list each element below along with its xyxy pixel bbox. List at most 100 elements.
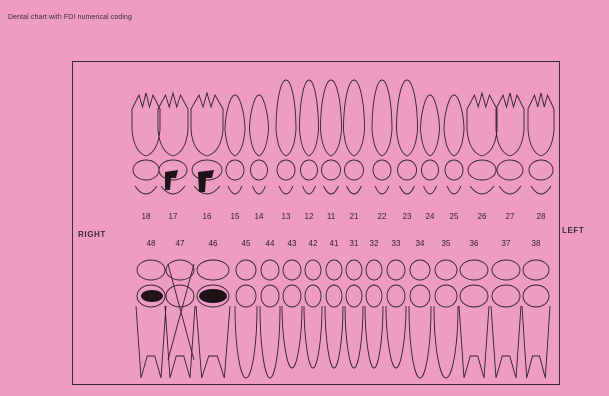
lower-root-48 — [136, 306, 166, 378]
lower-occlusal-43 — [283, 260, 301, 280]
lower-root-31 — [345, 306, 363, 368]
lower-root-42 — [304, 306, 322, 368]
upper-occlusal-13 — [277, 160, 295, 180]
lower-occlusal-41 — [326, 260, 342, 280]
upper-crown-21 — [344, 130, 365, 156]
upper-crown-16 — [191, 130, 223, 156]
upper-root-23 — [397, 80, 418, 130]
upper-cusp-15 — [228, 186, 242, 194]
lower-crown-32 — [366, 285, 382, 307]
lower-root-38 — [522, 306, 550, 378]
filling-46 — [199, 289, 227, 303]
upper-cusp-22 — [375, 186, 389, 194]
lower-crown-37 — [492, 285, 520, 307]
lower-crown-35 — [435, 285, 457, 307]
lower-root-37 — [491, 306, 521, 378]
extraction-mark-47 — [168, 264, 194, 360]
upper-cusp-16 — [194, 186, 220, 194]
lower-root-35 — [434, 306, 458, 378]
lower-root-45 — [235, 306, 257, 378]
lower-crown-47 — [166, 285, 194, 307]
upper-occlusal-22 — [373, 160, 391, 180]
lower-occlusal-35 — [435, 260, 457, 280]
upper-root-12 — [300, 80, 319, 130]
upper-root-26 — [467, 93, 497, 130]
lower-occlusal-45 — [236, 260, 256, 280]
upper-crown-22 — [372, 130, 392, 156]
lower-occlusal-47 — [166, 260, 194, 280]
upper-crown-14 — [250, 130, 269, 156]
lower-crown-34 — [410, 285, 430, 307]
upper-cusp-24 — [424, 186, 437, 194]
lower-root-32 — [365, 306, 383, 368]
lower-occlusal-38 — [523, 260, 549, 280]
upper-occlusal-11 — [322, 160, 341, 180]
lower-root-33 — [386, 306, 406, 368]
upper-crown-15 — [225, 130, 245, 156]
upper-cusp-14 — [253, 186, 266, 194]
lower-occlusal-31 — [346, 260, 362, 280]
upper-crown-24 — [421, 130, 440, 156]
upper-root-25 — [444, 95, 464, 130]
upper-root-22 — [372, 80, 392, 130]
upper-cusp-17 — [161, 186, 185, 194]
upper-cusp-25 — [447, 186, 461, 194]
upper-occlusal-15 — [226, 160, 244, 180]
upper-occlusal-18 — [133, 160, 159, 180]
lower-occlusal-36 — [460, 260, 488, 280]
lower-crown-38 — [523, 285, 549, 307]
upper-crown-28 — [528, 130, 554, 156]
lower-occlusal-48 — [137, 260, 165, 280]
upper-crown-18 — [132, 130, 160, 156]
lower-occlusal-42 — [305, 260, 321, 280]
upper-root-16 — [191, 93, 223, 130]
filling-48 — [141, 290, 163, 302]
upper-cusp-21 — [347, 186, 362, 194]
upper-cusp-26 — [470, 186, 494, 194]
upper-root-11 — [321, 80, 342, 130]
upper-crown-26 — [467, 130, 497, 156]
upper-root-21 — [344, 80, 365, 130]
upper-crown-27 — [496, 130, 524, 156]
upper-cusp-18 — [135, 186, 157, 194]
upper-root-28 — [528, 93, 554, 130]
upper-occlusal-23 — [398, 160, 417, 180]
upper-occlusal-21 — [345, 160, 364, 180]
upper-occlusal-26 — [468, 160, 496, 180]
upper-occlusal-24 — [422, 160, 439, 180]
upper-root-24 — [421, 95, 440, 130]
lower-occlusal-44 — [261, 260, 279, 280]
upper-crown-25 — [444, 130, 464, 156]
lower-occlusal-33 — [387, 260, 405, 280]
upper-occlusal-25 — [445, 160, 463, 180]
upper-crown-23 — [397, 130, 418, 156]
upper-occlusal-12 — [301, 160, 318, 180]
upper-occlusal-14 — [251, 160, 268, 180]
upper-cusp-27 — [499, 186, 521, 194]
upper-cusp-11 — [324, 186, 339, 194]
lower-root-36 — [459, 306, 489, 378]
lower-crown-36 — [460, 285, 488, 307]
upper-cusp-23 — [400, 186, 415, 194]
upper-crown-11 — [321, 130, 342, 156]
lower-root-43 — [282, 306, 302, 368]
upper-root-13 — [276, 80, 296, 130]
lower-crown-33 — [387, 285, 405, 307]
lower-crown-43 — [283, 285, 301, 307]
lower-crown-44 — [261, 285, 279, 307]
upper-occlusal-28 — [529, 160, 553, 180]
upper-cusp-12 — [303, 186, 316, 194]
lower-root-44 — [260, 306, 280, 378]
upper-crown-12 — [300, 130, 319, 156]
upper-cusp-13 — [279, 186, 293, 194]
upper-root-14 — [250, 95, 269, 130]
lower-occlusal-37 — [492, 260, 520, 280]
upper-cusp-28 — [531, 186, 551, 194]
upper-occlusal-27 — [497, 160, 523, 180]
lower-root-41 — [325, 306, 343, 368]
upper-root-18 — [132, 93, 160, 130]
lower-occlusal-34 — [410, 260, 430, 280]
lower-occlusal-46 — [197, 260, 229, 280]
lower-occlusal-32 — [366, 260, 382, 280]
